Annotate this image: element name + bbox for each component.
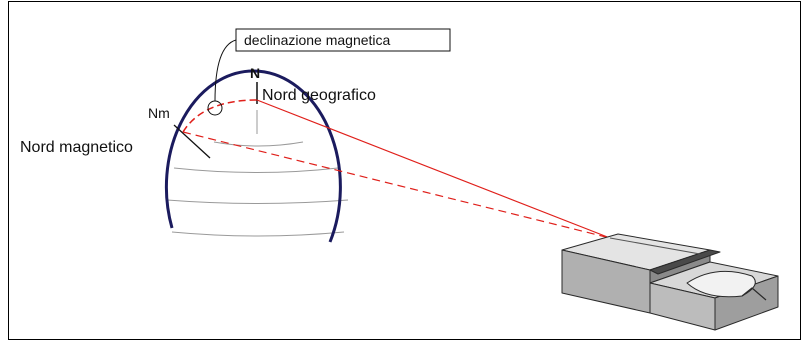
geographic-north-label: Nord geografico: [262, 87, 376, 104]
declination-callout-leader: [214, 39, 237, 102]
compass-dial: [686, 270, 756, 298]
compass-instrument: [561, 233, 779, 331]
magnetic-north-abbrev: Nm: [148, 105, 170, 121]
magnetic-north-bearing-line: [182, 131, 611, 239]
compass-right-end: [714, 275, 779, 331]
compass-hinge: [649, 249, 721, 275]
declination-label-box: [235, 28, 451, 52]
globe-latitude-lines: [166, 110, 349, 237]
compass-top-edge: [609, 237, 701, 255]
latitude-line-4: [171, 231, 345, 237]
latitude-line-1: [213, 141, 304, 147]
magnetic-north-label: Nord magnetico: [20, 139, 133, 156]
geographic-north-letter: N: [250, 65, 260, 81]
latitude-line-3: [166, 199, 349, 204]
globe-outline: [164, 69, 342, 243]
declination-arc: [182, 99, 258, 133]
geographic-north-bearing-line: [256, 99, 611, 239]
declination-label: declinazione magnetica: [244, 32, 391, 48]
compass-sight-notch: [741, 287, 767, 301]
latitude-line-2: [173, 167, 339, 173]
magnetic-north-mark: [173, 124, 211, 159]
